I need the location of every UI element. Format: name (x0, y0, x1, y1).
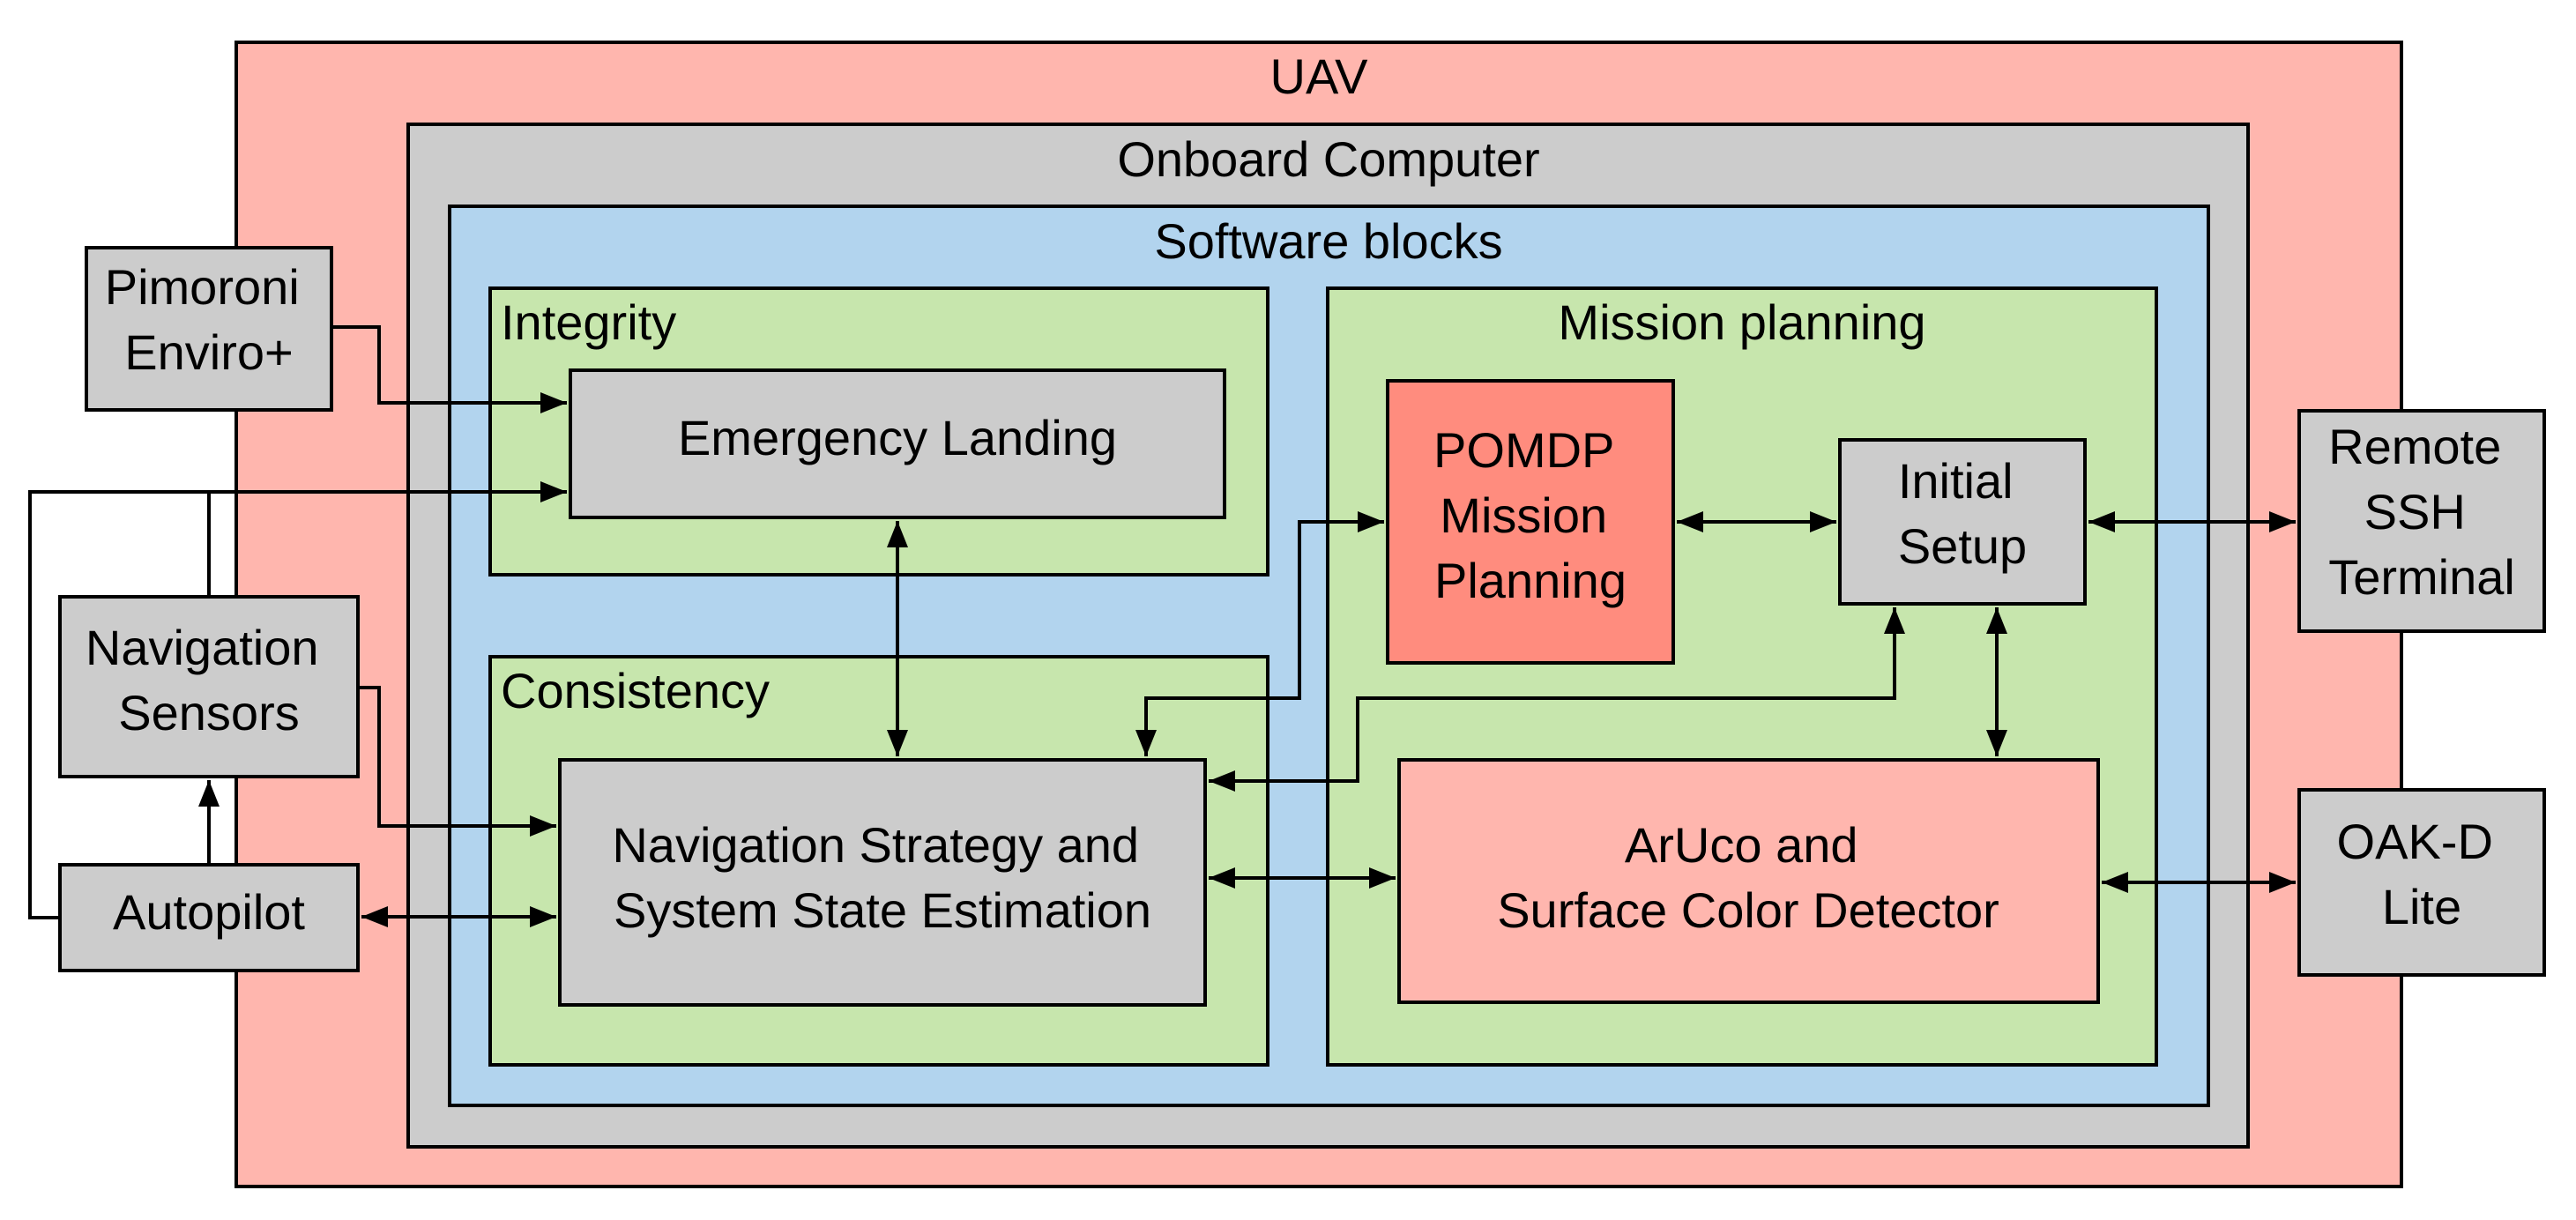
oak-d-lite-block (2297, 788, 2546, 977)
pimoroni-label: Pimoroni Enviro+ (105, 259, 314, 380)
emergency-landing-label: Emergency Landing (678, 410, 1117, 465)
arrow-autopilot-loop-to-emergency (28, 481, 567, 919)
arrow-pimoroni-to-emergency (331, 325, 567, 413)
pomdp-label: POMDP Mission Planning (1433, 422, 1627, 608)
navigation-strategy-label: Navigation Strategy and System State Est… (612, 817, 1152, 938)
emergency-landing-block (569, 368, 1226, 519)
mission-planning-title: Mission planning (1558, 294, 1925, 350)
initial-setup-block (1838, 438, 2087, 606)
navigation-sensors-label: Navigation Sensors (86, 620, 332, 740)
uav-title: UAV (1270, 48, 1369, 104)
connectors (28, 325, 2296, 927)
software-blocks-title: Software blocks (1154, 213, 1502, 269)
integrity-title: Integrity (501, 294, 676, 350)
arrow-nav-sensors-to-strategy (358, 686, 556, 837)
consistency-title: Consistency (501, 663, 770, 718)
navigation-sensors-block (58, 595, 360, 778)
aruco-label: ArUco and Surface Color Detector (1497, 817, 1999, 938)
remote-ssh-terminal-block (2297, 409, 2546, 633)
oak-d-label: OAK-D Lite (2337, 814, 2507, 934)
aruco-detector-block (1397, 758, 2100, 1004)
initial-setup-label: Initial Setup (1898, 453, 2027, 574)
remote-ssh-label: Remote SSH Terminal (2328, 419, 2515, 605)
navigation-strategy-block (558, 758, 1207, 1007)
autopilot-label: Autopilot (113, 884, 305, 940)
arrow-setup-to-strategy (1209, 607, 1905, 792)
onboard-computer-title: Onboard Computer (1117, 131, 1539, 187)
autopilot-block (58, 863, 360, 972)
